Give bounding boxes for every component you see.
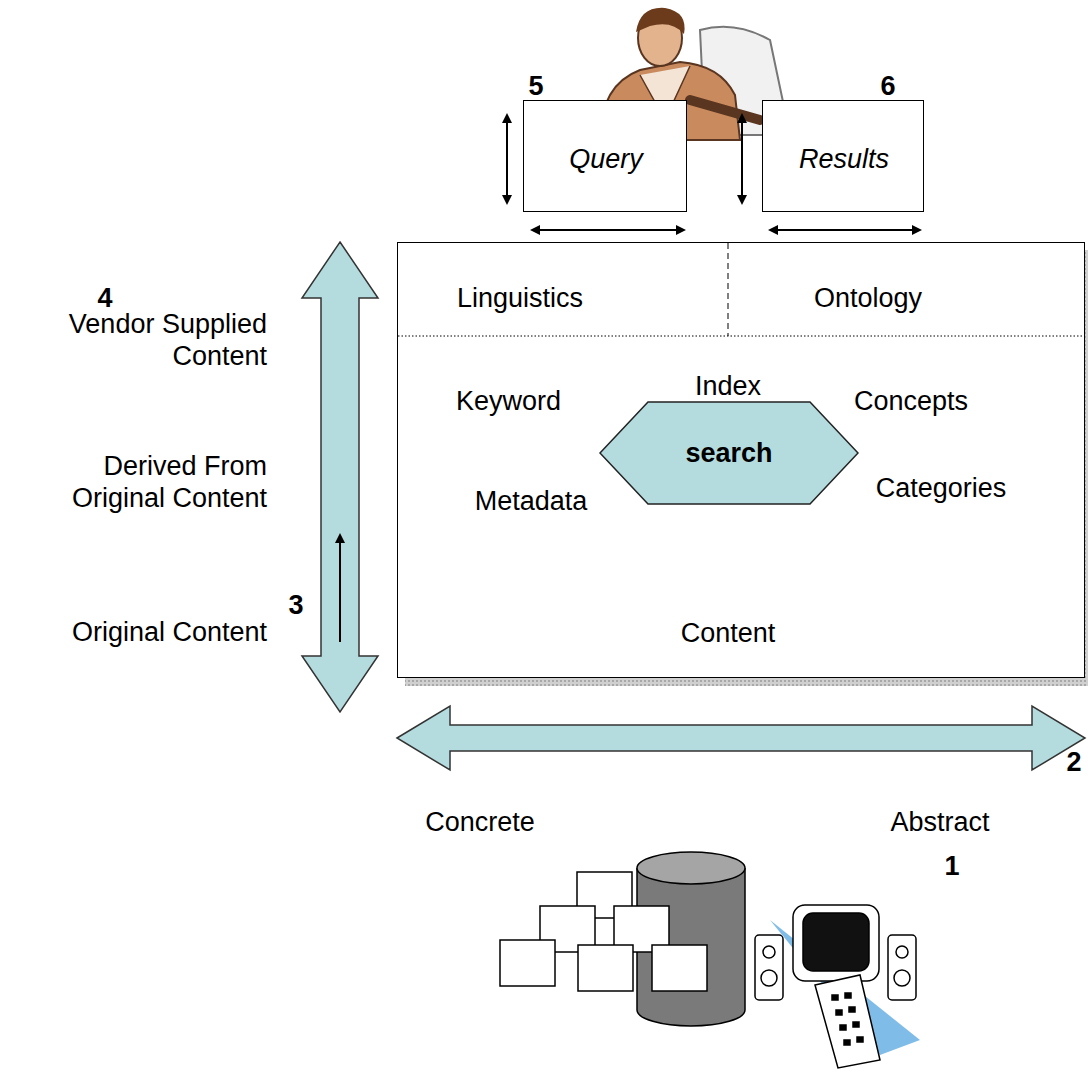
results-box: Results — [762, 100, 924, 212]
index-label: Metadata — [475, 485, 588, 517]
abstraction-axis-arrow — [397, 706, 1085, 770]
index-label: Keyword — [456, 385, 561, 417]
data-sources-illustration — [500, 852, 920, 1068]
axis-label: Concrete — [425, 806, 535, 838]
box-title: Query — [569, 143, 643, 175]
callout-number: 3 — [288, 589, 303, 621]
axis-label: Derived From Original Content — [52, 450, 267, 515]
derivation-arrow — [339, 535, 341, 642]
search-label: search — [685, 437, 772, 469]
index-label: Categories — [876, 472, 1007, 504]
callout-number: 1 — [944, 850, 959, 882]
axis-label: Original Content — [72, 616, 267, 648]
search-hexagon: search — [599, 401, 859, 505]
layer-label: Ontology — [814, 282, 922, 314]
search-system-box: Linguistics OntologyIndex Keyword ConceptsM… — [397, 242, 1085, 678]
content-axis-arrow — [302, 242, 378, 712]
callout-number: 6 — [880, 70, 895, 102]
axis-label: Vendor Supplied Content — [52, 308, 267, 373]
callout-number: 5 — [528, 70, 543, 102]
axis-label: Abstract — [890, 806, 989, 838]
index-label: Index — [695, 370, 761, 402]
layer-label: Linguistics — [457, 282, 583, 314]
query-box: Query — [523, 100, 687, 212]
box-title: Results — [799, 143, 889, 175]
index-label: Concepts — [854, 385, 968, 417]
content-label: Content — [681, 617, 776, 649]
callout-number: 2 — [1066, 746, 1081, 778]
